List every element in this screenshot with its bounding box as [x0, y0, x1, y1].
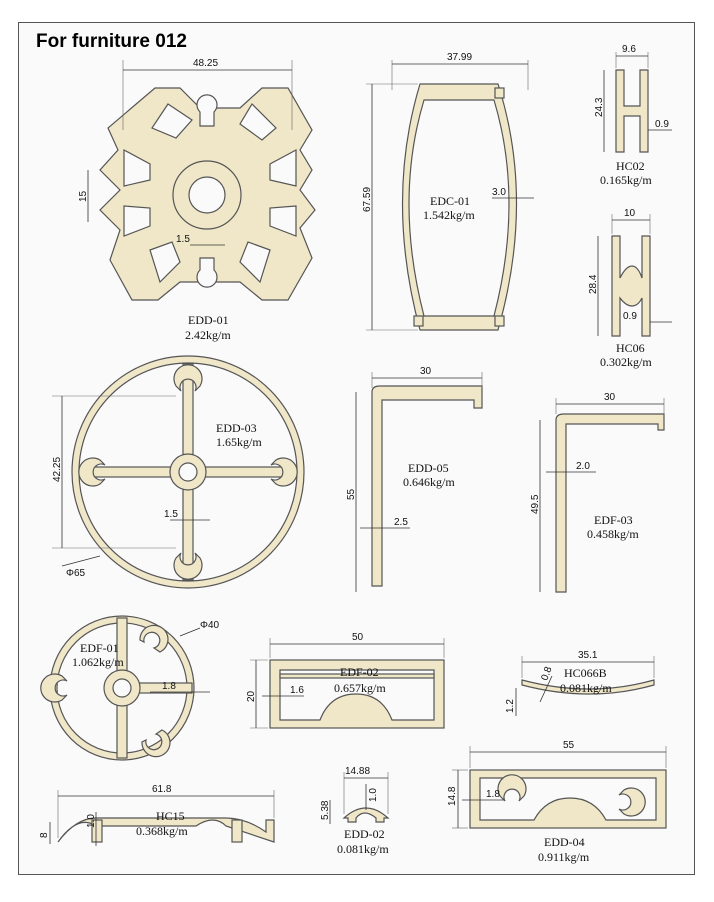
edd-03-height-dim: 42.25: [52, 457, 63, 482]
edf-01-wall-dim: 1.8: [162, 681, 176, 692]
edc-01-height-dim: 67.59: [362, 187, 373, 212]
profile-edc-01: 37.99 67.59 3.0 EDC-01 1.542kg/m: [362, 52, 534, 331]
edf-01-weight: 1.062kg/m: [72, 655, 124, 669]
edf-03-height-dim: 49.5: [530, 494, 541, 514]
hc066b-name: HC066B: [564, 666, 607, 680]
hc15-name: HC15: [156, 809, 185, 823]
edd-05-name: EDD-05: [408, 461, 449, 475]
edd-03-wall-dim: 1.5: [164, 509, 178, 520]
edf-02-height-dim: 20: [246, 690, 257, 702]
edf-01-name: EDF-01: [80, 641, 119, 655]
edd-03-diameter-dim: Φ65: [66, 568, 86, 579]
edc-01-weight: 1.542kg/m: [423, 208, 475, 222]
hc02-name: HC02: [616, 159, 645, 173]
edd-03-name: EDD-03: [216, 421, 257, 435]
hc02-weight: 0.165kg/m: [600, 173, 652, 187]
profile-edf-01: Φ40 1.8 EDF-01 1.062kg/m: [40, 615, 220, 761]
edf-02-width-dim: 50: [352, 632, 364, 643]
edf-02-weight: 0.657kg/m: [334, 681, 386, 695]
hc06-wall-dim: 0.9: [623, 311, 637, 322]
edd-01-name: EDD-01: [188, 313, 229, 327]
edd-02-name: EDD-02: [344, 827, 385, 841]
hc02-wall-dim: 0.9: [655, 119, 669, 130]
profile-edf-02: 50 20 1.6 EDF-02 0.657kg/m: [246, 632, 445, 729]
edd-02-wall-dim: 1.0: [368, 788, 379, 802]
profile-edd-01: 48.25 15 1.5 EDD-01 2.42kg/m: [78, 58, 316, 342]
profile-edd-05: 30 55 2.5 EDD-05 0.646kg/m: [346, 366, 483, 592]
edd-05-wall-dim: 2.5: [394, 517, 408, 528]
edd-02-width-dim: 14.88: [345, 766, 370, 777]
edd-04-weight: 0.911kg/m: [538, 850, 590, 864]
edc-01-wall-dim: 3.0: [492, 187, 506, 198]
edd-02-weight: 0.081kg/m: [337, 842, 389, 856]
hc066b-weight: 0.081kg/m: [560, 681, 612, 695]
hc02-height-dim: 24.3: [594, 97, 605, 117]
edf-02-wall-dim: 1.6: [290, 685, 304, 696]
edd-05-weight: 0.646kg/m: [403, 475, 455, 489]
hc15-weight: 0.368kg/m: [136, 824, 188, 838]
edd-05-height-dim: 55: [346, 488, 357, 500]
edd-01-width-dim: 48.25: [193, 58, 218, 69]
hc02-width-dim: 9.6: [622, 44, 636, 55]
profile-edf-03: 30 49.5 2.0 EDF-03 0.458kg/m: [530, 392, 665, 593]
hc06-height-dim: 28.4: [588, 274, 599, 294]
edc-01-name: EDC-01: [430, 194, 470, 208]
edd-01-height-dim: 15: [78, 190, 89, 202]
edd-04-width-dim: 55: [563, 740, 575, 751]
hc06-weight: 0.302kg/m: [600, 355, 652, 369]
edd-01-weight: 2.42kg/m: [185, 328, 231, 342]
profile-edd-02: 14.88 5.38 1.0 EDD-02 0.081kg/m: [320, 766, 390, 856]
page-title: For furniture 012: [36, 31, 187, 52]
profile-hc02: 9.6 24.3 0.9 HC02 0.165kg/m: [594, 44, 672, 187]
hc066b-width-dim: 35.1: [578, 650, 598, 661]
edf-03-name: EDF-03: [594, 513, 633, 527]
hc15-width-dim: 61.8: [152, 784, 172, 795]
hc066b-wall-dim: 0.8: [540, 665, 555, 682]
profile-edd-04: 55 14.8 1.8 EDD-04 0.911kg/m: [447, 740, 667, 864]
edf-03-weight: 0.458kg/m: [587, 527, 639, 541]
profile-edd-03: 42.25 1.5 Φ65 EDD-03 1.65kg/m: [52, 355, 305, 589]
hc06-name: HC06: [616, 341, 645, 355]
edd-04-height-dim: 14.8: [447, 786, 458, 806]
hc15-height-dim: 8: [39, 832, 50, 838]
edc-01-width-dim: 37.99: [447, 52, 472, 63]
edd-04-name: EDD-04: [544, 835, 585, 849]
edf-03-wall-dim: 2.0: [576, 461, 590, 472]
edd-02-height-dim: 5.38: [320, 800, 331, 820]
edf-01-diameter-dim: Φ40: [200, 620, 220, 631]
edf-03-width-dim: 30: [604, 392, 616, 403]
hc06-width-dim: 10: [624, 208, 636, 219]
hc15-wall-dim: 1.0: [86, 814, 97, 828]
hc066b-height-dim: 1.2: [505, 699, 516, 713]
edd-01-wall-dim: 1.5: [176, 234, 190, 245]
edd-03-weight: 1.65kg/m: [216, 435, 262, 449]
profile-hc066b: 35.1 0.8 1.2 HC066B 0.081kg/m: [505, 650, 655, 716]
edd-05-width-dim: 30: [420, 366, 432, 377]
profile-hc06: 10 28.4 0.9 HC06 0.302kg/m: [588, 208, 672, 369]
profile-hc15: 61.8 8 1.0 HC15 0.368kg/m: [39, 784, 275, 846]
edd-04-wall-dim: 1.8: [486, 789, 500, 800]
edf-02-name: EDF-02: [340, 665, 379, 679]
